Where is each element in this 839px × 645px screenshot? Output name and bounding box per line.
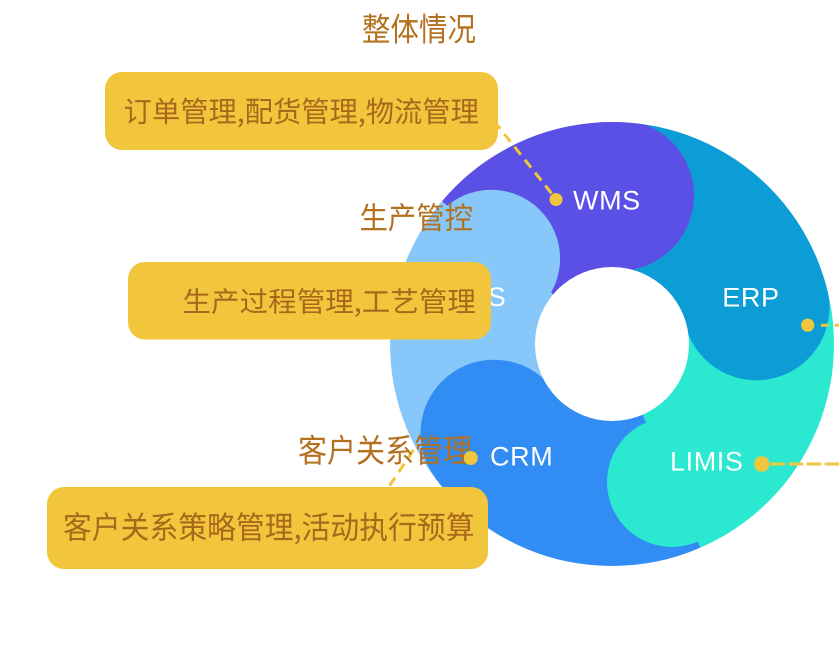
svg-text:ERP: ERP [722, 283, 779, 313]
svg-text:CRM: CRM [490, 442, 553, 472]
svg-text:WMS: WMS [573, 186, 641, 216]
svg-text:LIMIS: LIMIS [670, 447, 744, 477]
